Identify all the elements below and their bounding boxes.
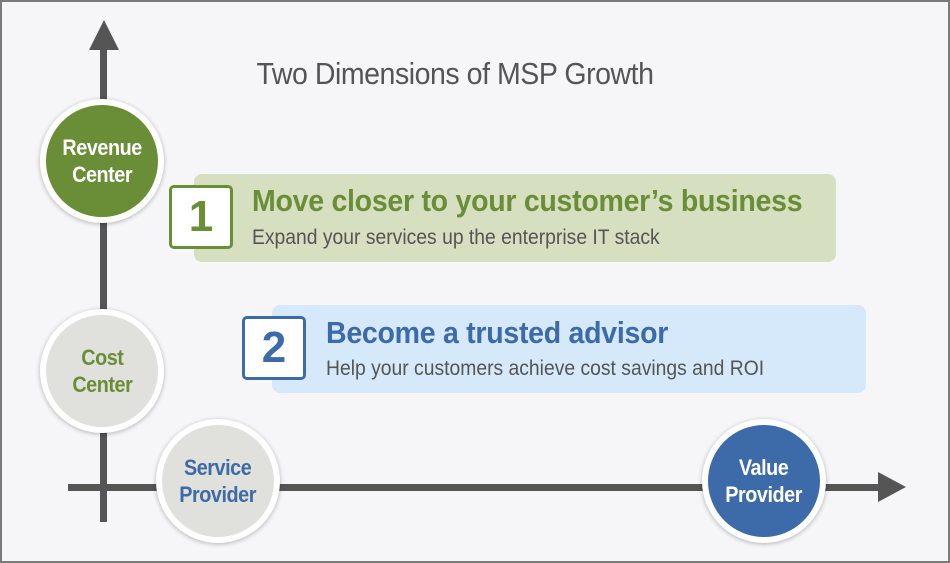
revenue-center-label: Revenue Center [62,135,142,187]
value-provider-label: Value Provider [725,455,803,507]
dimension-1-subtext: Expand your services up the enterprise I… [252,226,660,249]
dimension-2-subtext: Help your customers achieve cost savings… [326,357,765,380]
cost-center-label: Cost Center [71,345,133,397]
dimension-1-banner [194,174,836,262]
dimension-2-banner [272,305,866,393]
x-axis-line [68,484,883,491]
y-axis-line [100,46,107,522]
x-axis-arrowhead [878,472,906,502]
dimension-1-number-badge: 1 [169,185,233,249]
dimension-2-heading: Become a trusted advisor [326,315,669,350]
service-provider-circle: Service Provider [156,419,280,543]
slide-title: Two Dimensions of MSP Growth [256,56,654,91]
cost-center-circle: Cost Center [40,309,164,433]
revenue-center-circle: Revenue Center [40,99,164,223]
service-provider-label: Service Provider [179,455,257,507]
y-axis-arrowhead [89,20,119,50]
dimension-2-number-badge: 2 [242,316,306,380]
dimension-1-heading: Move closer to your customer’s business [252,183,803,218]
value-provider-circle: Value Provider [702,419,826,543]
